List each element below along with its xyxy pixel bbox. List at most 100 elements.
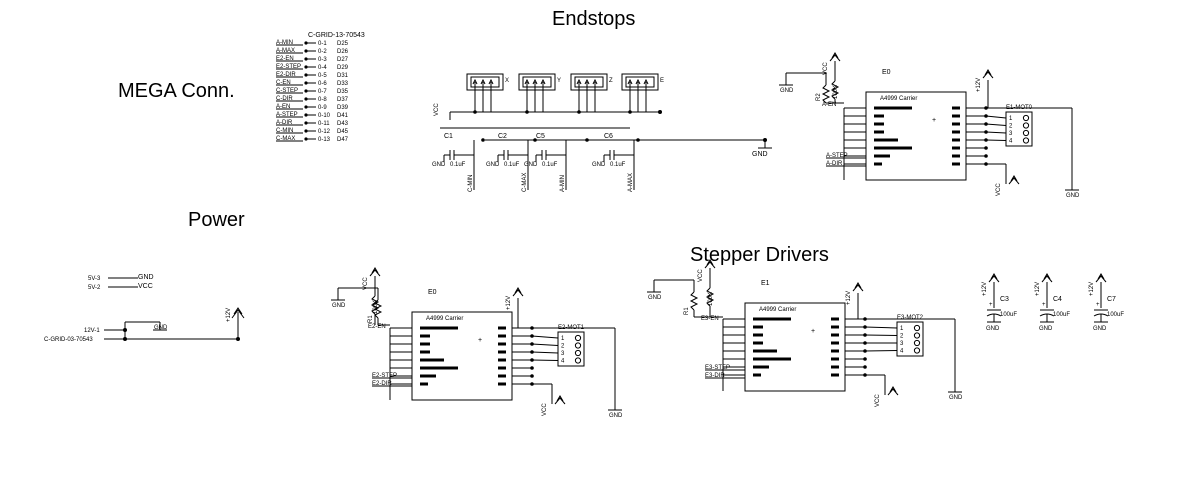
endstop-cap-ref-3: C6 bbox=[604, 133, 613, 140]
mega-pin-12: 0-13 bbox=[318, 137, 331, 143]
motor-connector-1 bbox=[557, 331, 585, 367]
svg-text:+: + bbox=[932, 117, 936, 124]
mega-pin-9: 0-10 bbox=[318, 113, 331, 119]
mega-signal-6: C-STEP bbox=[276, 88, 298, 94]
power-gnd2-label: GND bbox=[154, 325, 168, 331]
power-conn: C-GRID-03-70543 bbox=[44, 337, 93, 343]
bulk-value-1: 100uF bbox=[1053, 312, 1070, 318]
mega-dpin-2: D27 bbox=[337, 57, 349, 63]
endstop-connector-0 bbox=[466, 73, 504, 91]
mega-dpin-6: D35 bbox=[337, 89, 349, 95]
driver-left-gnd-2: GND bbox=[648, 295, 662, 301]
bulk-gnd-2: GND bbox=[1093, 326, 1107, 332]
mega-pin-8: 0-9 bbox=[318, 105, 327, 111]
mega-signal-3: E2-STEP bbox=[276, 64, 301, 70]
endstop-cap-net-2: A-MIN bbox=[560, 175, 566, 192]
motor-pin-0-2: 3 bbox=[1009, 131, 1013, 137]
power-12v-label: +12V bbox=[226, 308, 232, 322]
mega-signal-7: C-DIR bbox=[276, 96, 293, 102]
mega-pin-1: 0-2 bbox=[318, 49, 327, 55]
mega-dpin-9: D41 bbox=[337, 113, 349, 119]
bulk-ref-0: C3 bbox=[1000, 296, 1009, 303]
bulk-rail-1: +12V bbox=[1035, 282, 1041, 296]
title-stepper-drivers: Stepper Drivers bbox=[690, 244, 829, 266]
mega-dpin-3: D29 bbox=[337, 65, 349, 71]
power-pin3: 5V-3 bbox=[88, 276, 101, 282]
endstop-vcc-label: VCC bbox=[434, 103, 440, 116]
driver-step-1: E2-STEP bbox=[372, 373, 397, 379]
power-gnd-label: GND bbox=[138, 274, 154, 281]
endstop-axis-1: Y bbox=[557, 78, 561, 84]
mega-dpin-5: D33 bbox=[337, 81, 349, 87]
title-mega: MEGA Conn. bbox=[118, 80, 235, 102]
power-pin1: 12V-1 bbox=[84, 328, 100, 334]
mega-pin-2: 0-3 bbox=[318, 57, 327, 63]
driver-body-2 bbox=[744, 302, 846, 392]
mega-dpin-4: D31 bbox=[337, 73, 349, 79]
endstop-connector-2 bbox=[570, 73, 608, 91]
bulk-gnd-0: GND bbox=[986, 326, 1000, 332]
svg-text:+: + bbox=[1042, 302, 1046, 308]
endstop-axis-0: X bbox=[505, 78, 509, 84]
mega-pin-5: 0-6 bbox=[318, 81, 327, 87]
driver-dir-0: A-DIR bbox=[826, 161, 843, 167]
mega-dpin-7: D37 bbox=[337, 97, 349, 103]
driver-left-gnd-1: GND bbox=[332, 303, 346, 309]
bulk-gnd-1: GND bbox=[1039, 326, 1053, 332]
mega-signal-10: A-DIR bbox=[276, 120, 293, 126]
svg-text:+: + bbox=[1096, 302, 1100, 308]
bulk-rail-2: +12V bbox=[1089, 282, 1095, 296]
driver-body-1 bbox=[411, 311, 513, 401]
motor-connector-0 bbox=[1005, 111, 1033, 147]
mega-dpin-12: D47 bbox=[337, 137, 349, 143]
bulk-value-0: 100uF bbox=[1000, 312, 1017, 318]
driver-name-2: E1 bbox=[761, 280, 770, 287]
driver-en-1: E2-EN bbox=[368, 324, 386, 330]
motor-pin-0-0: 1 bbox=[1009, 116, 1013, 122]
endstop-axis-3: E bbox=[660, 78, 664, 84]
driver-carrier-2: A4999 Carrier bbox=[759, 307, 796, 313]
power-block: 5V-3 5V-2 GND VCC 12V-1 C-GRID-03-70543 … bbox=[44, 274, 245, 343]
driver-vcc-2: VCC bbox=[875, 394, 881, 407]
endstop-cap-net-0: C-MIN bbox=[468, 175, 474, 192]
mega-pin-7: 0-8 bbox=[318, 97, 327, 103]
driver-12v-2: +12V bbox=[846, 291, 852, 305]
endstop-cap-net-1: C-MAX bbox=[522, 173, 528, 192]
driver-body-0 bbox=[865, 91, 967, 181]
driver-dir-2: E3-DIR bbox=[705, 373, 725, 379]
mega-pin-3: 0-4 bbox=[318, 65, 327, 71]
endstop-cap-gnd-0: GND bbox=[432, 162, 446, 168]
driver-top-vcc-2: VCC bbox=[698, 269, 704, 282]
bulk-value-2: 100uF bbox=[1107, 312, 1124, 318]
driver-en-0: A-EN bbox=[822, 102, 836, 108]
mega-dpin-1: D26 bbox=[337, 49, 349, 55]
driver-top-vcc-0: VCC bbox=[823, 62, 829, 75]
mega-signal-9: A-STEP bbox=[276, 112, 298, 118]
mega-pin-11: 0-12 bbox=[318, 129, 331, 135]
driver-rval-1: 100K bbox=[373, 300, 379, 314]
mega-signal-12: C-MAX bbox=[276, 136, 295, 142]
motor-pin-2-0: 1 bbox=[900, 326, 904, 332]
driver-carrier-1: A4999 Carrier bbox=[426, 316, 463, 322]
driver-gnd-0: GND bbox=[1066, 193, 1080, 199]
mega-part: C-GRID-13-70543 bbox=[308, 32, 365, 39]
endstop-cap-ref-2: C5 bbox=[536, 133, 545, 140]
bulk-capacitors: +12VC3+100uFGND+12VC4+100uFGND+12VC7+100… bbox=[982, 273, 1124, 332]
svg-text:+: + bbox=[478, 337, 482, 344]
driver-rref-1: R1 bbox=[368, 315, 374, 323]
power-vcc-label: VCC bbox=[138, 283, 153, 290]
motor-connector-2 bbox=[896, 321, 924, 357]
motor-pin-2-1: 2 bbox=[900, 334, 904, 340]
bulk-ref-2: C7 bbox=[1107, 296, 1116, 303]
mega-signal-5: C-EN bbox=[276, 80, 291, 86]
endstop-connector-3 bbox=[621, 73, 659, 91]
driver-top-vcc-1: VCC bbox=[363, 277, 369, 290]
driver-12v-1: +12V bbox=[506, 296, 512, 310]
motor-pin-1-0: 1 bbox=[561, 336, 565, 342]
